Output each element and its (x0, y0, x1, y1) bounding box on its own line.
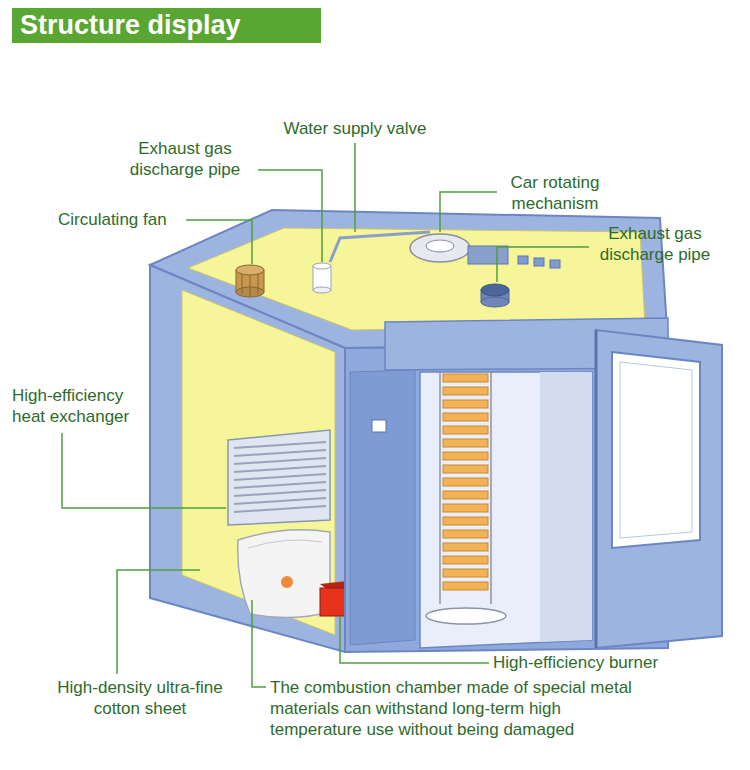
part-label: Water supply valve (270, 118, 440, 139)
leader-lines (354, 143, 356, 232)
heat-exchanger (234, 498, 326, 504)
circulating-fan (236, 265, 264, 297)
part-label: Circulating fan (58, 209, 188, 230)
heat-exchanger (228, 430, 330, 525)
rotating-rack (490, 372, 492, 604)
exhaust-pipe (481, 284, 509, 296)
part-label: Exhaust gas discharge pipe (115, 138, 255, 180)
part-label: High-efficiency burner (493, 652, 693, 673)
heat-exchanger (234, 506, 326, 512)
diagram-title: Structure display (12, 8, 321, 43)
rotating-rack (443, 452, 488, 460)
heat-exchanger (234, 490, 326, 496)
car-rotating-mechanism (518, 256, 528, 264)
rotating-rack (443, 400, 488, 408)
oven-door (596, 330, 722, 648)
rotating-rack (443, 374, 488, 382)
heat-exchanger (234, 458, 326, 464)
leader-lines (62, 433, 226, 508)
circulating-fan (242, 272, 243, 294)
oven-door (595, 330, 598, 648)
rotating-rack (443, 530, 488, 538)
oven-door (596, 330, 722, 648)
leader-lines (497, 247, 589, 282)
rotating-rack (443, 556, 488, 564)
leader-lines (440, 192, 497, 232)
car-rotating-mechanism (468, 246, 508, 264)
rotating-rack (443, 439, 488, 447)
rotating-rack (443, 504, 488, 512)
rotating-rack (443, 569, 488, 577)
oven-front (420, 372, 592, 648)
rotating-rack (443, 582, 488, 590)
oven-front (350, 370, 415, 645)
circulating-fan (250, 272, 251, 296)
rotating-rack (443, 543, 488, 551)
oven-left-face (182, 290, 335, 635)
rotating-rack (443, 517, 488, 525)
water-supply-valve (313, 287, 331, 293)
part-label: High-density ultra-fine cotton sheet (55, 677, 225, 719)
heat-exchanger (234, 450, 326, 456)
water-supply-valve (313, 263, 331, 269)
oven-door (620, 362, 692, 538)
exhaust-pipe (481, 284, 509, 307)
heat-exchanger (234, 474, 326, 480)
circulating-fan (236, 265, 264, 275)
water-supply-valve (313, 232, 430, 293)
leader-lines (117, 570, 200, 674)
heat-exchanger (234, 442, 326, 448)
part-label: Exhaust gas discharge pipe (585, 223, 725, 265)
part-label: Car rotating mechanism (495, 172, 615, 214)
rotating-rack (443, 478, 488, 486)
combustion-chamber (248, 540, 322, 548)
rotating-rack (443, 465, 488, 473)
rotating-rack (439, 372, 441, 604)
heat-exchanger (234, 482, 326, 488)
oven-left-face (150, 265, 345, 652)
leader-lines (340, 616, 489, 663)
leader-lines (252, 600, 266, 687)
oven-left-face (150, 265, 345, 652)
rotating-rack (443, 491, 488, 499)
part-label: The combustion chamber made of special m… (270, 677, 650, 740)
part-label: High-efficiency heat exchanger (12, 385, 157, 427)
rotating-rack (426, 608, 506, 624)
exhaust-pipe (481, 297, 509, 307)
water-supply-valve (313, 266, 331, 290)
car-rotating-mechanism (410, 234, 470, 262)
car-rotating-mechanism (410, 234, 560, 268)
oven-front (540, 372, 592, 642)
leader-lines (258, 170, 322, 262)
oven-door (612, 352, 700, 548)
car-rotating-mechanism (550, 260, 560, 268)
heat-exchanger (234, 466, 326, 472)
leader-lines (186, 220, 252, 264)
combustion-chamber (281, 576, 293, 588)
heat-exchanger (228, 430, 330, 525)
car-rotating-mechanism (426, 240, 454, 252)
rotating-rack (443, 387, 488, 395)
oven-front (372, 420, 386, 432)
title-banner: Structure display (12, 8, 321, 43)
rotating-rack (443, 413, 488, 421)
rotating-rack (443, 426, 488, 434)
rotating-rack (426, 372, 506, 624)
car-rotating-mechanism (534, 258, 544, 266)
circulating-fan (258, 272, 259, 294)
